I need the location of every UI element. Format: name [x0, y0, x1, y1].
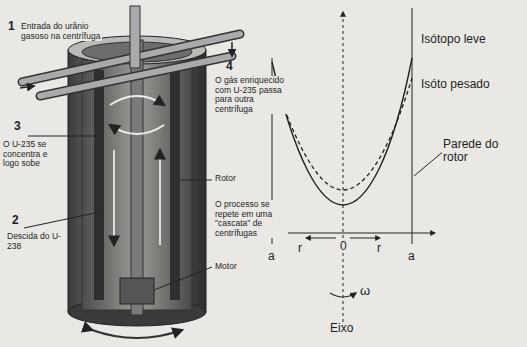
- part-note: O U-235 se concentra e logo sobe: [2, 140, 66, 169]
- centrifuge: [20, 6, 240, 338]
- callout-number: 2: [12, 214, 19, 227]
- axis-label: Eixo: [330, 322, 353, 335]
- axis-label: r: [377, 242, 381, 255]
- callout-number: 4: [226, 60, 233, 73]
- axis-label: a: [268, 250, 275, 263]
- graph: [245, 8, 445, 322]
- curve-label: Parede do rotor: [442, 138, 524, 165]
- part-note: Descida do U-238: [6, 232, 66, 251]
- callout-number: 1: [8, 20, 15, 33]
- axis-label: 0: [339, 240, 348, 253]
- axis-label: r: [298, 242, 302, 255]
- part-name: Motor: [214, 262, 238, 272]
- axis-label: a: [408, 250, 415, 263]
- part-note: O processo se repete em uma "cascata" de…: [214, 200, 288, 238]
- rotation-symbol: ω: [360, 284, 370, 299]
- part-note: Entrada do urânio gasoso na centrífuga: [20, 22, 102, 41]
- part-note: O gás enriquecido com U-235 passa para o…: [214, 76, 292, 114]
- curve-label: Isótopo leve: [420, 33, 487, 46]
- part-name: Rotor: [214, 174, 237, 184]
- curve-label: Isóto pesado: [420, 78, 491, 91]
- callout-number: 3: [14, 120, 21, 133]
